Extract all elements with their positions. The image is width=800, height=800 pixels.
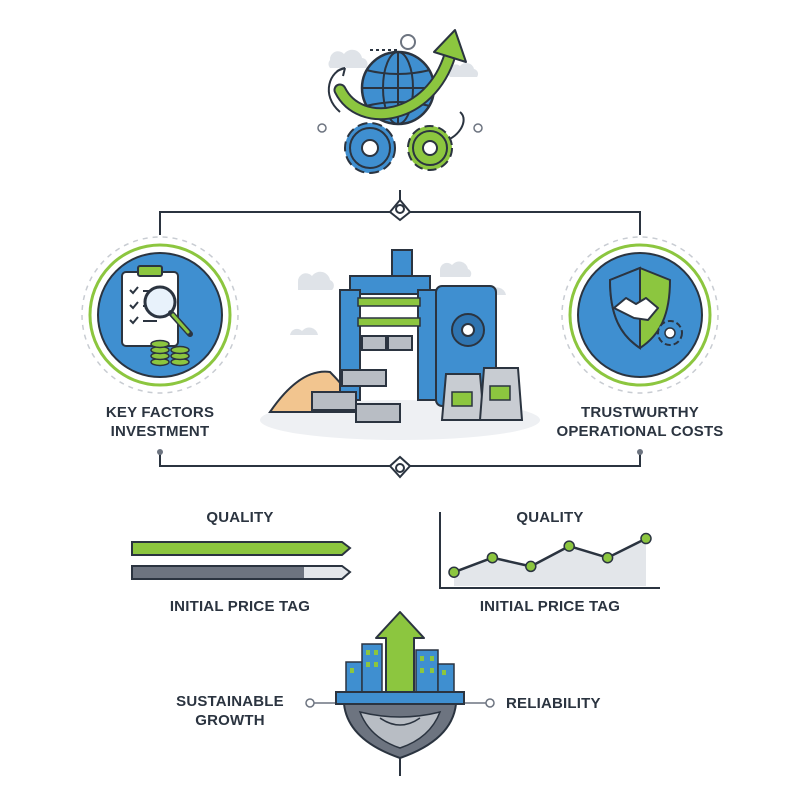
left-label-line-1: KEY FACTORS [105, 404, 215, 421]
chart-quality-label: QUALITY [516, 509, 584, 526]
left-label-line-2: INVESTMENT [110, 423, 210, 440]
right-label-line-1: TRUSTWURTHY [580, 404, 700, 421]
shield-handshake-gear-icon [561, 236, 719, 394]
bar-price-label: INITIAL PRICE TAG [169, 598, 311, 615]
block-press-machine-icon [260, 249, 540, 440]
bar-quality-label: QUALITY [206, 509, 274, 526]
quality-bar [131, 541, 352, 556]
bottom-left-line-2: GROWTH [195, 712, 265, 729]
checklist-magnifier-coins-icon [81, 236, 239, 394]
globe-gears-growth-icon [317, 29, 483, 174]
chart-price-label: INITIAL PRICE TAG [479, 598, 621, 615]
bottom-left-line-1: SUSTAINABLE [176, 693, 284, 710]
right-label-line-2: OPERATIONAL COSTS [556, 423, 724, 440]
trend-chart [439, 512, 660, 589]
trend-line [453, 537, 647, 574]
city-growth-arrow-icon [305, 611, 495, 776]
sustainable-growth-label: SUSTAINABLE GROWTH [170, 692, 290, 730]
trend-point [601, 551, 614, 564]
reliability-label: RELIABILITY [506, 695, 601, 712]
trend-area [454, 538, 646, 586]
trend-point [640, 532, 652, 545]
trustworthy-label: TRUSTWURTHY OPERATIONAL COSTS [540, 403, 740, 441]
trend-point [525, 560, 537, 573]
price-bar-fill [133, 567, 304, 578]
trend-point [563, 540, 575, 552]
bar-comparison [131, 541, 352, 580]
trend-point [448, 566, 460, 578]
key-factors-label: KEY FACTORS INVESTMENT [60, 403, 260, 441]
trend-point [486, 551, 499, 564]
